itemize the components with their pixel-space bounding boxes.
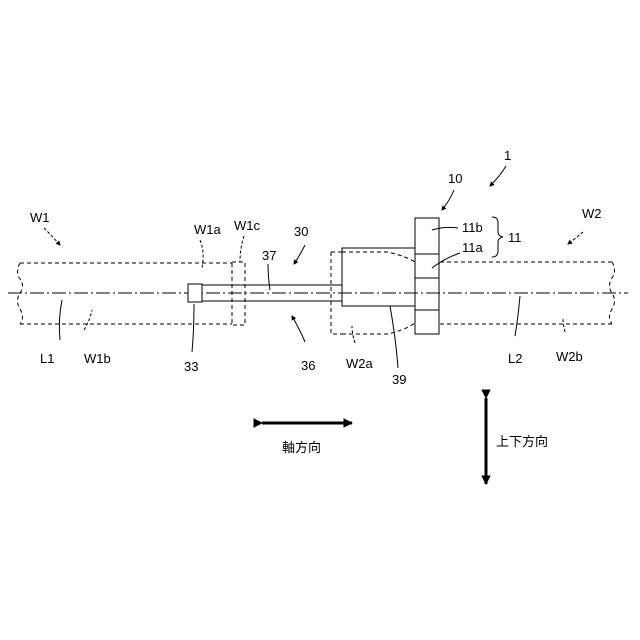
label-flange-11b: 11b — [462, 220, 483, 235]
label-tip-33: 33 — [184, 359, 198, 374]
label-flange-11a: 11a — [462, 240, 483, 255]
flange-11b — [415, 218, 439, 254]
label-shaft-37: 37 — [262, 248, 276, 263]
label-assembly: 1 — [504, 148, 511, 163]
tip-33 — [188, 284, 202, 302]
leader-lines — [44, 227, 583, 368]
label-w1c: W1c — [234, 218, 261, 233]
label-w1b: W1b — [84, 351, 111, 366]
label-flange-11: 11 — [508, 230, 522, 245]
label-w2a: W2a — [346, 356, 374, 371]
label-w2b: W2b — [556, 349, 583, 364]
label-w1: W1 — [30, 210, 50, 225]
label-axial-direction: 軸方向 — [282, 440, 321, 455]
label-shaft-30: 30 — [294, 224, 308, 239]
label-vertical-direction: 上下方向 — [496, 434, 548, 449]
label-l2: L2 — [508, 351, 522, 366]
label-w2: W2 — [582, 206, 602, 221]
label-hub-39: 39 — [392, 372, 406, 387]
hub-39 — [342, 248, 415, 306]
label-shaft-36: 36 — [301, 358, 315, 373]
label-l1: L1 — [40, 351, 54, 366]
label-w1a: W1a — [194, 222, 222, 237]
label-flange-part: 10 — [448, 171, 462, 186]
brace-11 — [492, 217, 503, 257]
